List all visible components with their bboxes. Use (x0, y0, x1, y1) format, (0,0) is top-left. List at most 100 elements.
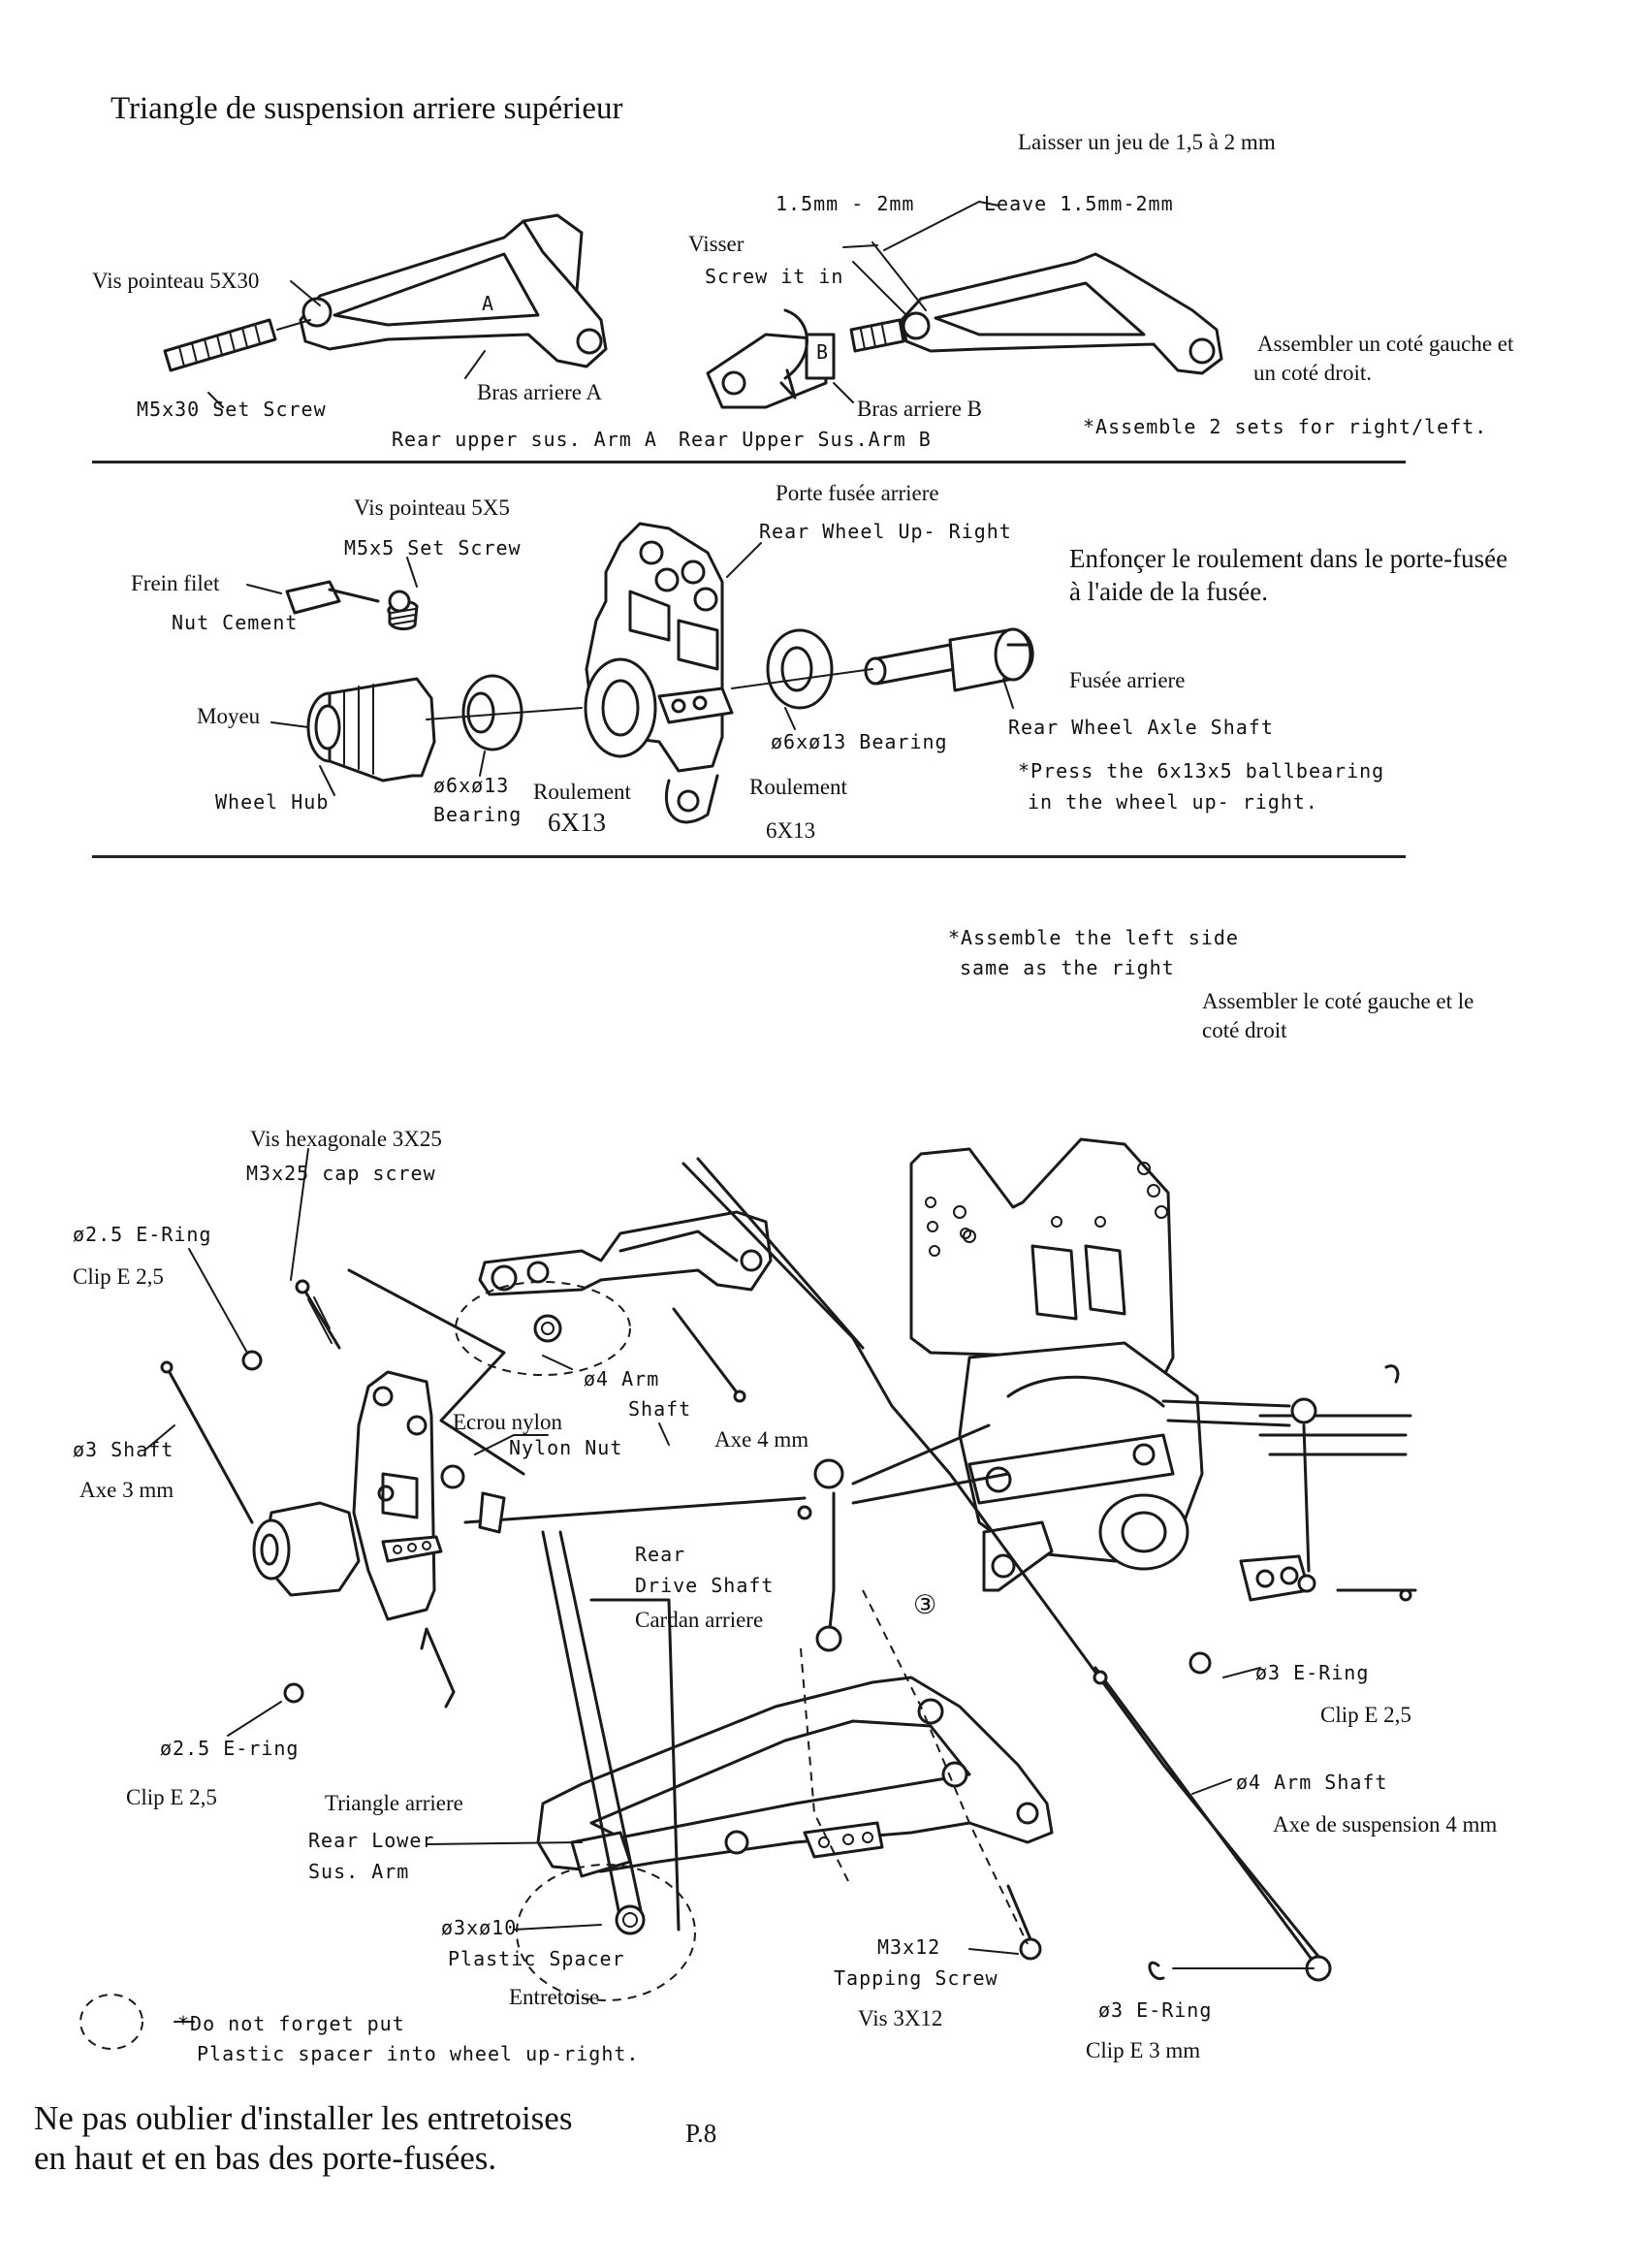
gap-value-label: 1.5mm - 2mm (776, 192, 915, 215)
rear-upper-arm-b-drawing (706, 252, 1223, 409)
arm-b-fr: Bras arriere B (857, 397, 982, 421)
nut-cement-en: Nut Cement (172, 611, 299, 634)
cap-screw-fr: Vis hexagonale 3X25 (250, 1127, 442, 1151)
drive-shaft-fr: Cardan arriere (635, 1608, 764, 1632)
spacer-fr: Entretoise (509, 1985, 600, 2009)
press-en-line2: in the wheel up- right. (1028, 790, 1318, 814)
cap-screw-en: M3x25 cap screw (246, 1162, 436, 1185)
assemble-left-en-2: same as the right (960, 956, 1175, 979)
set-screw-5x5-fr: Vis pointeau 5X5 (354, 495, 510, 520)
assemble-left-fr-2: coté droit (1202, 1018, 1287, 1042)
bearing-left-drawing (461, 674, 523, 751)
rods-and-shafts-drawing (160, 1157, 1417, 1982)
assemble-en: *Assemble 2 sets for right/left. (1083, 415, 1488, 438)
rear-wheel-axle-shaft-drawing (864, 627, 1034, 692)
ering-3-right-fr: Clip E 2,5 (1320, 1703, 1411, 1727)
bearing-right-drawing (766, 628, 834, 710)
lower-arm-en-1: Rear Lower (308, 1829, 435, 1852)
assemble-left-fr-1: Assembler le coté gauche et le (1202, 989, 1474, 1013)
ering-3-bottom-fr: Clip E 3 mm (1086, 2038, 1201, 2062)
gearbox-housing-drawing (958, 1341, 1316, 1602)
arm-shaft-4-long-fr: Axe de suspension 4 mm (1273, 1812, 1498, 1837)
roulement-left-fr: Roulement (533, 780, 631, 804)
axle-en: Rear Wheel Axle Shaft (1008, 716, 1274, 739)
roulement-right-fr: Roulement (749, 775, 847, 799)
arm-a-fr: Bras arriere A (477, 380, 602, 404)
assemble-left-en-1: *Assemble the left side (948, 926, 1239, 949)
assemble-fr-line1: Assembler un coté gauche et (1257, 332, 1514, 356)
rear-wheel-upright-drawing (584, 522, 734, 824)
drive-shaft-en-2: Drive Shaft (635, 1574, 775, 1597)
roulement-right-size: 6X13 (766, 818, 816, 843)
frein-filet-fr: Frein filet (131, 571, 220, 595)
press-fr-line2: à l'aide de la fusée. (1069, 577, 1269, 606)
m5x30-set-screw-drawing (163, 318, 311, 372)
hub-carrier-fr: Porte fusée arriere (776, 481, 939, 505)
arm-a-letter: A (482, 292, 495, 315)
press-fr-line1: Enfonçer le roulement dans le porte-fusé… (1069, 544, 1508, 573)
set-screw-5x30-en: M5x30 Set Screw (137, 398, 327, 421)
divider-1 (92, 461, 1406, 463)
ering-3-right-en: ø3 E-Ring (1255, 1661, 1370, 1684)
spacer-note-en-1: *Do not forget put (177, 2012, 405, 2035)
hub-carrier-en: Rear Wheel Up- Right (759, 520, 1012, 543)
axle-fr: Fusée arriere (1069, 668, 1186, 692)
ering-3-bottom-en: ø3 E-Ring (1098, 1998, 1213, 2022)
spacer-en-1: ø3xø10 (441, 1916, 518, 1939)
rear-upper-arm-a-drawing (299, 213, 608, 368)
arm-shaft-4-en-2: Shaft (628, 1397, 692, 1421)
wheel-hub-drawing (306, 677, 436, 783)
set-screw-5x30-fr: Vis pointeau 5X30 (92, 269, 260, 293)
legend-circle (79, 1994, 143, 2050)
bearing-right-en: ø6xø13 Bearing (771, 730, 948, 753)
page-number: P.8 (685, 2119, 717, 2148)
ering-25-bottom-en: ø2.5 E-ring (160, 1737, 300, 1760)
lower-arm-en-2: Sus. Arm (308, 1860, 410, 1883)
bearing-left-en-2: Bearing (433, 803, 523, 826)
leave-gap-label: Leave 1.5mm-2mm (984, 192, 1174, 215)
spacer-note-en-2: Plastic spacer into wheel up-right. (197, 2042, 640, 2065)
tapping-screw-fr: Vis 3X12 (858, 2006, 943, 2030)
ering-25-top-en: ø2.5 E-Ring (73, 1223, 212, 1246)
ering-25-top-fr: Clip E 2,5 (73, 1264, 164, 1289)
rear-upright-assembly-drawing (252, 1370, 443, 1621)
axe-4-fr: Axe 4 mm (714, 1427, 809, 1452)
bearing-left-en-1: ø6xø13 (433, 774, 510, 797)
gap-indicator (842, 201, 999, 316)
arm-shaft-4-en-1: ø4 Arm (584, 1367, 660, 1390)
set-screw-5x5-en: M5x5 Set Screw (344, 536, 522, 559)
tapping-screw-en-1: M3x12 (877, 1935, 941, 1959)
arm-b-letter: B (816, 340, 830, 364)
hardware-drawing (241, 1314, 1212, 1980)
spacer-detail-circle (516, 1864, 696, 2001)
spacer-en-2: Plastic Spacer (448, 1947, 625, 1970)
wheel-hub-en: Wheel Hub (215, 790, 330, 814)
divider-2 (92, 855, 1406, 858)
visser-label: Visser (688, 232, 745, 256)
set-screw-5x5-drawing (285, 580, 419, 631)
shaft-3-fr: Axe 3 mm (79, 1478, 174, 1502)
page-title: Triangle de suspension arriere supérieur (111, 91, 623, 126)
arm-a-en: Rear upper sus. Arm A (392, 428, 657, 451)
arm-shaft-4-long-en: ø4 Arm Shaft (1236, 1771, 1388, 1794)
nylon-nut-fr: Ecrou nylon (453, 1410, 563, 1434)
arm-b-en: Rear Upper Sus.Arm B (679, 428, 932, 451)
lower-arm-fr: Triangle arriere (325, 1791, 463, 1815)
gap-note-fr: Laisser un jeu de 1,5 à 2 mm (1018, 130, 1276, 154)
arm-shaft-detail-circle (455, 1281, 631, 1376)
upper-arm-assembly-drawing (478, 1210, 773, 1296)
tapping-screw-en-2: Tapping Screw (834, 1966, 998, 1990)
rear-bulkhead-drawing (909, 1137, 1175, 1384)
shaft-3-en: ø3 Shaft (73, 1438, 174, 1461)
nylon-nut-en: Nylon Nut (509, 1436, 623, 1459)
screw-it-in-label: Screw it in (705, 265, 844, 288)
moyeu-fr: Moyeu (197, 704, 261, 728)
assemble-fr-line2: un coté droit. (1253, 361, 1372, 385)
step-mark: ③ (913, 1590, 937, 1619)
roulement-left-size: 6X13 (548, 808, 606, 837)
press-en-line1: *Press the 6x13x5 ballbearing (1018, 759, 1385, 783)
rear-lower-arm-drawing (536, 1676, 1054, 1878)
footer-note-fr-1: Ne pas oublier d'installer les entretois… (34, 2099, 573, 2137)
